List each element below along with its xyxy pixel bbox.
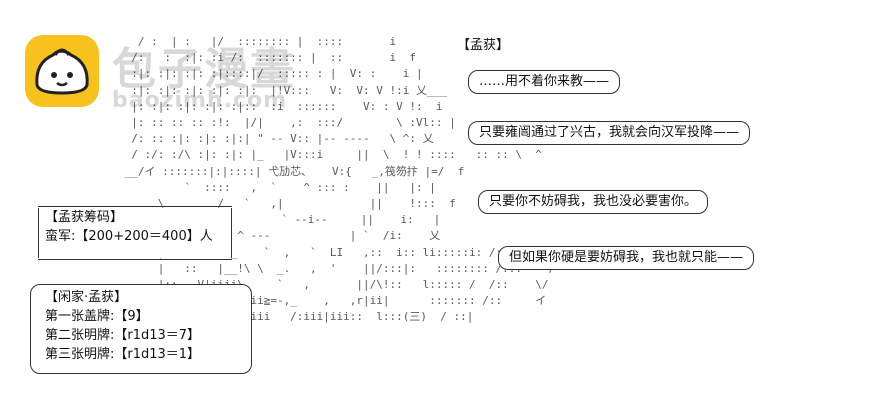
card-row: 第一张盖牌:【9】	[45, 309, 149, 324]
speech-bubble-2: 只要雍闿通过了兴古，我就会向汉军投降——	[468, 121, 751, 145]
baozi-logo	[25, 35, 99, 107]
player-cards-title: 【闲家·孟获】	[45, 290, 128, 305]
player-cards-box: 【闲家·孟获】 第一张盖牌:【9】 第二张明牌:【r1d13＝7】 第三张明牌:…	[30, 284, 252, 374]
speech-bubble-3: 只要你不妨碍我，我也没必要害你。	[478, 190, 709, 214]
watermark-title: 包子漫畫	[112, 44, 296, 95]
chip-stats-box: 【孟获筹码】 蛮军:【200+200＝400】人	[38, 206, 232, 260]
chip-stats-title: 【孟获筹码】	[45, 210, 124, 225]
speaker-tag: 【孟获】	[455, 34, 512, 53]
watermark-url: baozimh.com	[112, 88, 288, 113]
card-row: 第三张明牌:【r1d13＝1】	[45, 347, 201, 362]
chip-stats-line: 蛮军:【200+200＝400】人	[45, 229, 213, 244]
speech-bubble-1: ……用不着你来教——	[468, 70, 621, 94]
baozi-mascot-icon	[35, 48, 89, 95]
card-row: 第二张明牌:【r1d13＝7】	[45, 328, 201, 343]
speech-bubble-4: 但如果你硬是要妨碍我，我也就只能——	[498, 246, 755, 270]
